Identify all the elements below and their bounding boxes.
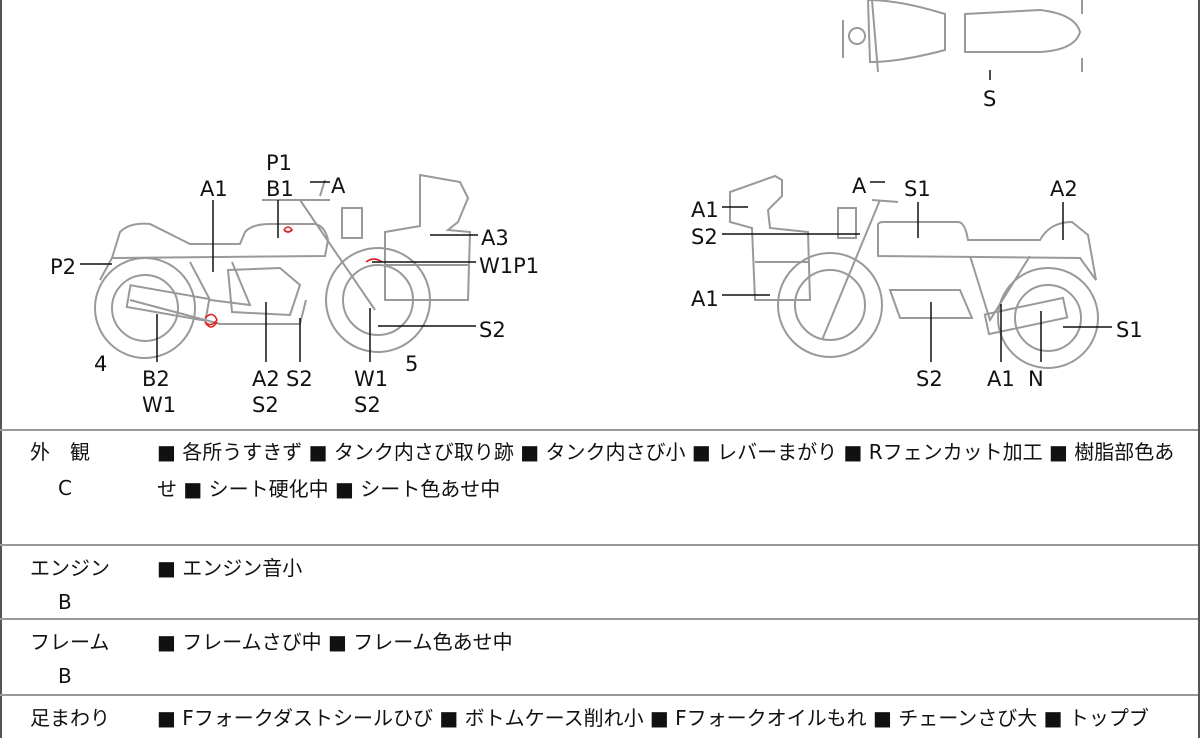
diagram-label: S (983, 87, 997, 111)
diagram-label: A1 (691, 287, 719, 311)
diagram-label: P2 (50, 255, 77, 279)
diagram-label: A1 (987, 367, 1015, 391)
diagram-label: W1 (142, 393, 177, 417)
diagram-label: B2 (142, 367, 170, 391)
row-text: ■ 各所うすきず ■ タンク内さび取り跡 ■ タンク内さび小 ■ レバーまがり … (157, 440, 1175, 501)
diagram-label: S2 (354, 393, 381, 417)
diagram-label: A (331, 174, 346, 198)
diagram-label: W1P1 (479, 254, 540, 278)
diagram-label: S1 (904, 177, 931, 201)
motorcycle-diagram (80, 0, 1112, 369)
diagram-label: S1 (1116, 318, 1143, 342)
diagram-label: B1 (266, 177, 294, 201)
diagram-label: P1 (266, 151, 293, 175)
top-view-bike (842, 0, 1083, 73)
row-grade: B (58, 590, 72, 614)
left-side-bike (94, 173, 472, 359)
diagram-label: S2 (479, 318, 506, 342)
sheet-frame (0, 0, 1200, 738)
row-grade: C (58, 476, 72, 500)
diagram-label: 4 (94, 352, 108, 376)
row-frame: フレーム B ■ フレームさび中 ■ フレーム色あせ中 (0, 618, 1198, 696)
diagram-label: A1 (691, 198, 719, 222)
row-text: ■ フレームさび中 ■ フレーム色あせ中 (157, 630, 513, 654)
diagram-label: A1 (200, 177, 228, 201)
row-grade: B (58, 664, 72, 688)
row-text: ■ エンジン音小 (157, 556, 303, 580)
row-engine: エンジン B ■ エンジン音小 (0, 544, 1198, 620)
leader-lines (80, 70, 1112, 362)
row-label: エンジン (30, 556, 110, 580)
row-label: 外 観 (30, 440, 90, 464)
diagram-label: S2 (691, 225, 718, 249)
diagram-label: A (852, 174, 867, 198)
row-suspension: 足まわり ■ Fフォークダストシールひび ■ ボトムケース削れ小 ■ Fフォーク… (0, 694, 1198, 756)
diagram-label: A2 (252, 367, 280, 391)
right-side-bike (729, 174, 1099, 369)
diagram-label: S2 (286, 367, 313, 391)
damage-marks (204, 226, 383, 328)
diagram-label: 5 (405, 352, 419, 376)
row-label: フレーム (30, 630, 110, 654)
row-label: 足まわり (30, 706, 110, 730)
row-exterior: 外 観 C ■ 各所うすきず ■ タンク内さび取り跡 ■ タンク内さび小 ■ レ… (0, 429, 1198, 546)
row-text: ■ Fフォークダストシールひび ■ ボトムケース削れ小 ■ Fフォークオイルもれ… (157, 706, 1149, 730)
diagram-label: S2 (252, 393, 279, 417)
diagram-label: W1 (354, 367, 389, 391)
diagram-label: N (1028, 367, 1044, 391)
diagram-label: S2 (916, 367, 943, 391)
diagram-label: A2 (1050, 177, 1078, 201)
diagram-label: A3 (481, 226, 509, 250)
